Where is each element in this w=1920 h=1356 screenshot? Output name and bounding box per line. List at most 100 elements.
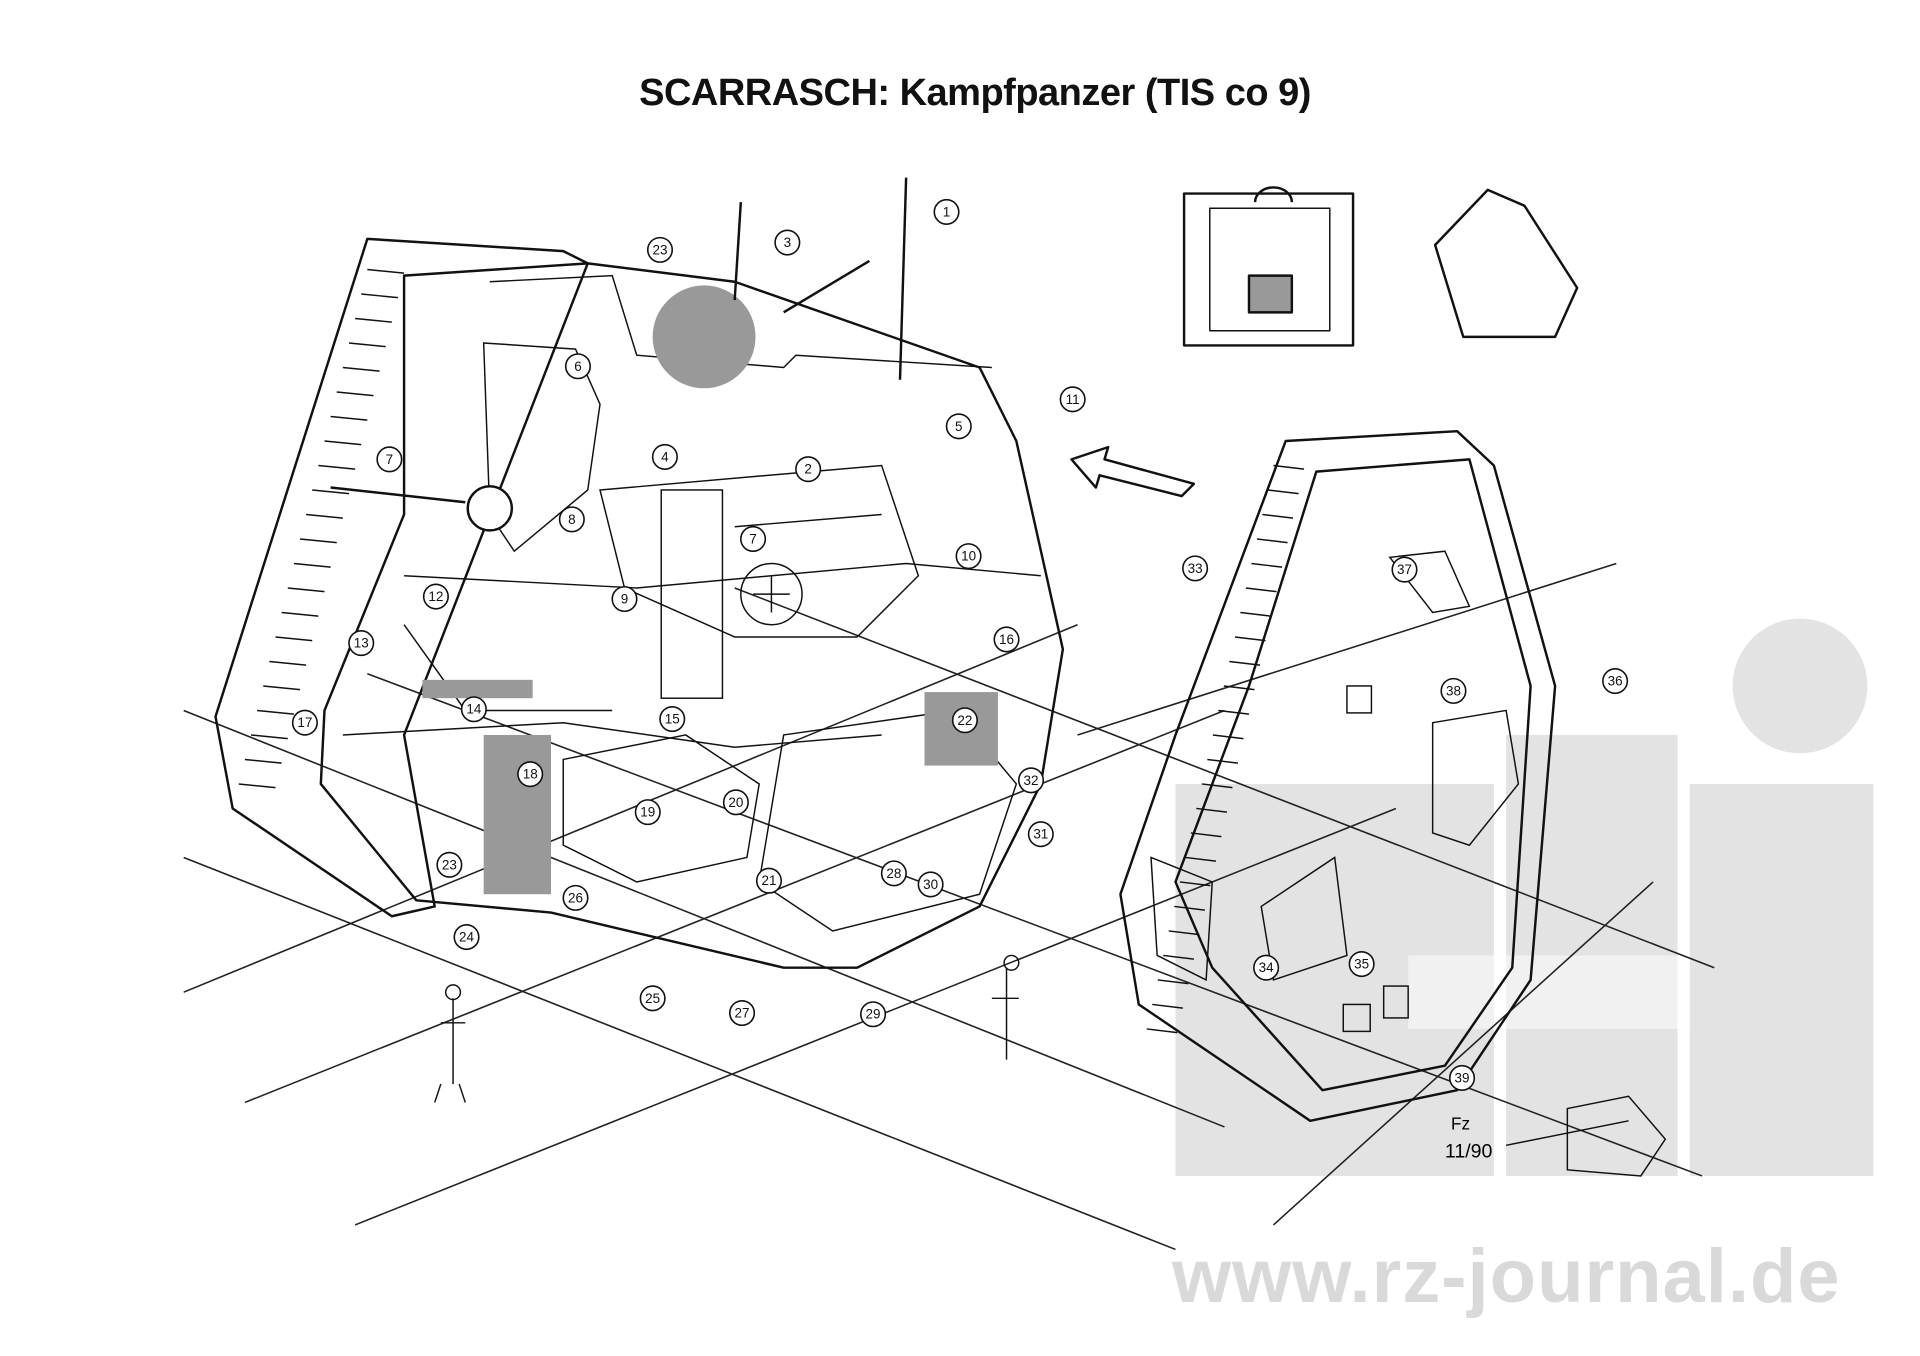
callout-33: 33 xyxy=(1182,555,1209,582)
callout-number: 21 xyxy=(761,873,776,888)
callout-19: 19 xyxy=(634,799,661,826)
callout-circle xyxy=(945,413,972,440)
callout-number: 1 xyxy=(943,204,950,219)
callout-number: 2 xyxy=(804,462,811,477)
callout-16: 16 xyxy=(993,626,1020,653)
callout-number: 9 xyxy=(621,591,628,606)
callout-number: 5 xyxy=(955,419,962,434)
callout-5: 5 xyxy=(945,413,972,440)
callout-number: 19 xyxy=(640,805,655,820)
callout-circle xyxy=(1253,954,1280,981)
callout-number: 39 xyxy=(1455,1070,1470,1085)
callout-number: 4 xyxy=(661,449,669,464)
callout-30: 30 xyxy=(917,871,944,898)
callout-13: 13 xyxy=(348,630,375,657)
callout-number: 6 xyxy=(574,359,581,374)
callout-number: 23 xyxy=(653,242,668,257)
callout-circle xyxy=(1182,555,1209,582)
callout-7: 7 xyxy=(376,446,403,473)
callout-circle xyxy=(880,860,907,887)
callout-circle xyxy=(860,1001,887,1028)
callout-circle xyxy=(659,705,686,733)
callout-circle xyxy=(917,871,944,898)
callout-circle xyxy=(1440,677,1467,704)
callout-number: 25 xyxy=(645,991,660,1006)
callout-number: 30 xyxy=(923,877,938,892)
callout-14: 14 xyxy=(460,696,487,723)
callout-22: 22 xyxy=(951,707,978,734)
floor-grid xyxy=(183,562,1715,1251)
svg-text:11/90: 11/90 xyxy=(1445,1141,1493,1163)
callout-circle xyxy=(722,789,749,816)
callout-circle xyxy=(955,543,982,570)
svg-text:Fz: Fz xyxy=(1451,1113,1470,1133)
callout-number: 24 xyxy=(459,930,474,945)
callout-number: 17 xyxy=(297,715,312,730)
callout-circle xyxy=(1348,950,1375,978)
callout-number: 15 xyxy=(665,712,680,727)
callout-circle xyxy=(933,198,960,225)
callout-25: 25 xyxy=(639,985,666,1012)
callout-number: 22 xyxy=(957,713,972,728)
callout-circle xyxy=(1059,386,1086,413)
callout-number: 32 xyxy=(1024,773,1039,788)
callout-number: 10 xyxy=(961,549,976,564)
callout-21: 21 xyxy=(755,867,783,894)
callout-circle xyxy=(562,884,589,911)
callout-10: 10 xyxy=(955,543,982,570)
callout-2: 2 xyxy=(795,456,822,483)
callout-circle xyxy=(348,630,375,657)
callout-circle xyxy=(1602,668,1629,695)
top-view-sketch xyxy=(1182,186,1355,347)
callout-11: 11 xyxy=(1059,386,1086,413)
callout-24: 24 xyxy=(453,924,480,951)
callout-number: 16 xyxy=(999,632,1014,647)
callout-number: 34 xyxy=(1259,960,1274,975)
callout-3: 3 xyxy=(774,229,801,256)
callout-32: 32 xyxy=(1017,767,1045,794)
callout-circle xyxy=(564,353,591,380)
callout-circle xyxy=(517,761,544,788)
callout-circle xyxy=(1391,556,1418,583)
callout-number: 37 xyxy=(1397,562,1412,577)
callout-circle xyxy=(436,851,463,878)
callout-number: 8 xyxy=(568,512,575,527)
front-view-sketch xyxy=(1433,188,1579,339)
callout-36: 36 xyxy=(1602,668,1629,695)
callout-circle xyxy=(740,525,767,553)
callout-circle xyxy=(1017,767,1045,794)
callout-circle xyxy=(1449,1064,1476,1091)
callout-37: 37 xyxy=(1391,556,1418,583)
gun-barrel xyxy=(330,485,514,532)
callout-number: 28 xyxy=(886,866,901,881)
callout-number: 27 xyxy=(735,1006,750,1021)
antennas xyxy=(733,177,908,380)
watermark-logo xyxy=(1175,618,1874,1176)
callout-circle xyxy=(774,229,801,256)
turret-dome xyxy=(652,285,756,389)
callout-28: 28 xyxy=(880,860,907,887)
callout-circle xyxy=(729,999,756,1027)
callout-number: 20 xyxy=(728,795,743,810)
callout-number: 11 xyxy=(1066,392,1080,407)
callout-circle xyxy=(646,236,674,263)
callout-circle xyxy=(460,696,487,723)
callout-circle xyxy=(651,443,678,470)
callout-7: 7 xyxy=(740,525,767,553)
callout-circle xyxy=(291,709,318,736)
side-panel-track xyxy=(1119,429,1557,1123)
callout-number: 33 xyxy=(1188,561,1203,576)
callout-39: 39 xyxy=(1449,1064,1476,1091)
callout-23: 23 xyxy=(646,236,674,263)
callout-29: 29 xyxy=(860,1001,887,1028)
callout-number: 31 xyxy=(1033,827,1048,842)
callout-circle xyxy=(993,626,1020,653)
callout-31: 31 xyxy=(1027,821,1054,848)
callout-circle xyxy=(453,924,480,951)
callout-number: 13 xyxy=(354,636,369,651)
callout-number: 35 xyxy=(1354,957,1369,972)
callout-6: 6 xyxy=(564,353,591,380)
callout-15: 15 xyxy=(659,705,686,733)
callout-circle xyxy=(1027,821,1054,848)
